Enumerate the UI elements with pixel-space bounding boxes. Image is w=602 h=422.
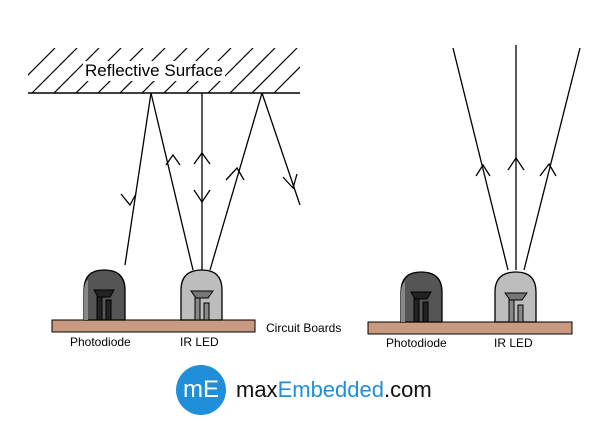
arrow-head <box>120 193 137 207</box>
brand-logo-text: mE <box>183 376 219 403</box>
arrow-head <box>507 156 525 171</box>
surface-label: Reflective Surface <box>83 61 225 81</box>
arrow-head <box>475 163 491 177</box>
photodiode-label-left: Photodiode <box>70 335 131 349</box>
ir-led-label-left: IR LED <box>180 335 219 349</box>
arrow-head <box>539 162 557 177</box>
ir-led-left <box>180 269 223 321</box>
circuit-board-left <box>51 319 256 333</box>
ir-led-label-right: IR LED <box>494 336 533 350</box>
circuit-board-right <box>367 321 573 335</box>
arrow-head <box>193 151 211 165</box>
brand-name-prefix: max <box>236 377 278 402</box>
brand-watermark: mE maxEmbedded.com <box>176 365 432 415</box>
reflected-rays <box>120 92 301 271</box>
arrow-head <box>193 189 211 204</box>
brand-logo-icon: mE <box>176 365 226 415</box>
brand-name-suffix: .com <box>383 377 432 402</box>
emitted-rays <box>452 45 581 271</box>
brand-name: maxEmbedded.com <box>236 377 432 403</box>
brand-name-highlight: Embedded <box>277 377 384 402</box>
circuit-boards-label: Circuit Boards <box>266 321 342 335</box>
arrow-head <box>282 173 298 190</box>
arrow-head <box>225 166 245 181</box>
ir-led-right <box>494 271 537 323</box>
photodiode-left <box>83 269 126 321</box>
photodiode-right <box>400 271 443 323</box>
photodiode-label-right: Photodiode <box>386 336 447 350</box>
arrow-head <box>165 153 181 166</box>
